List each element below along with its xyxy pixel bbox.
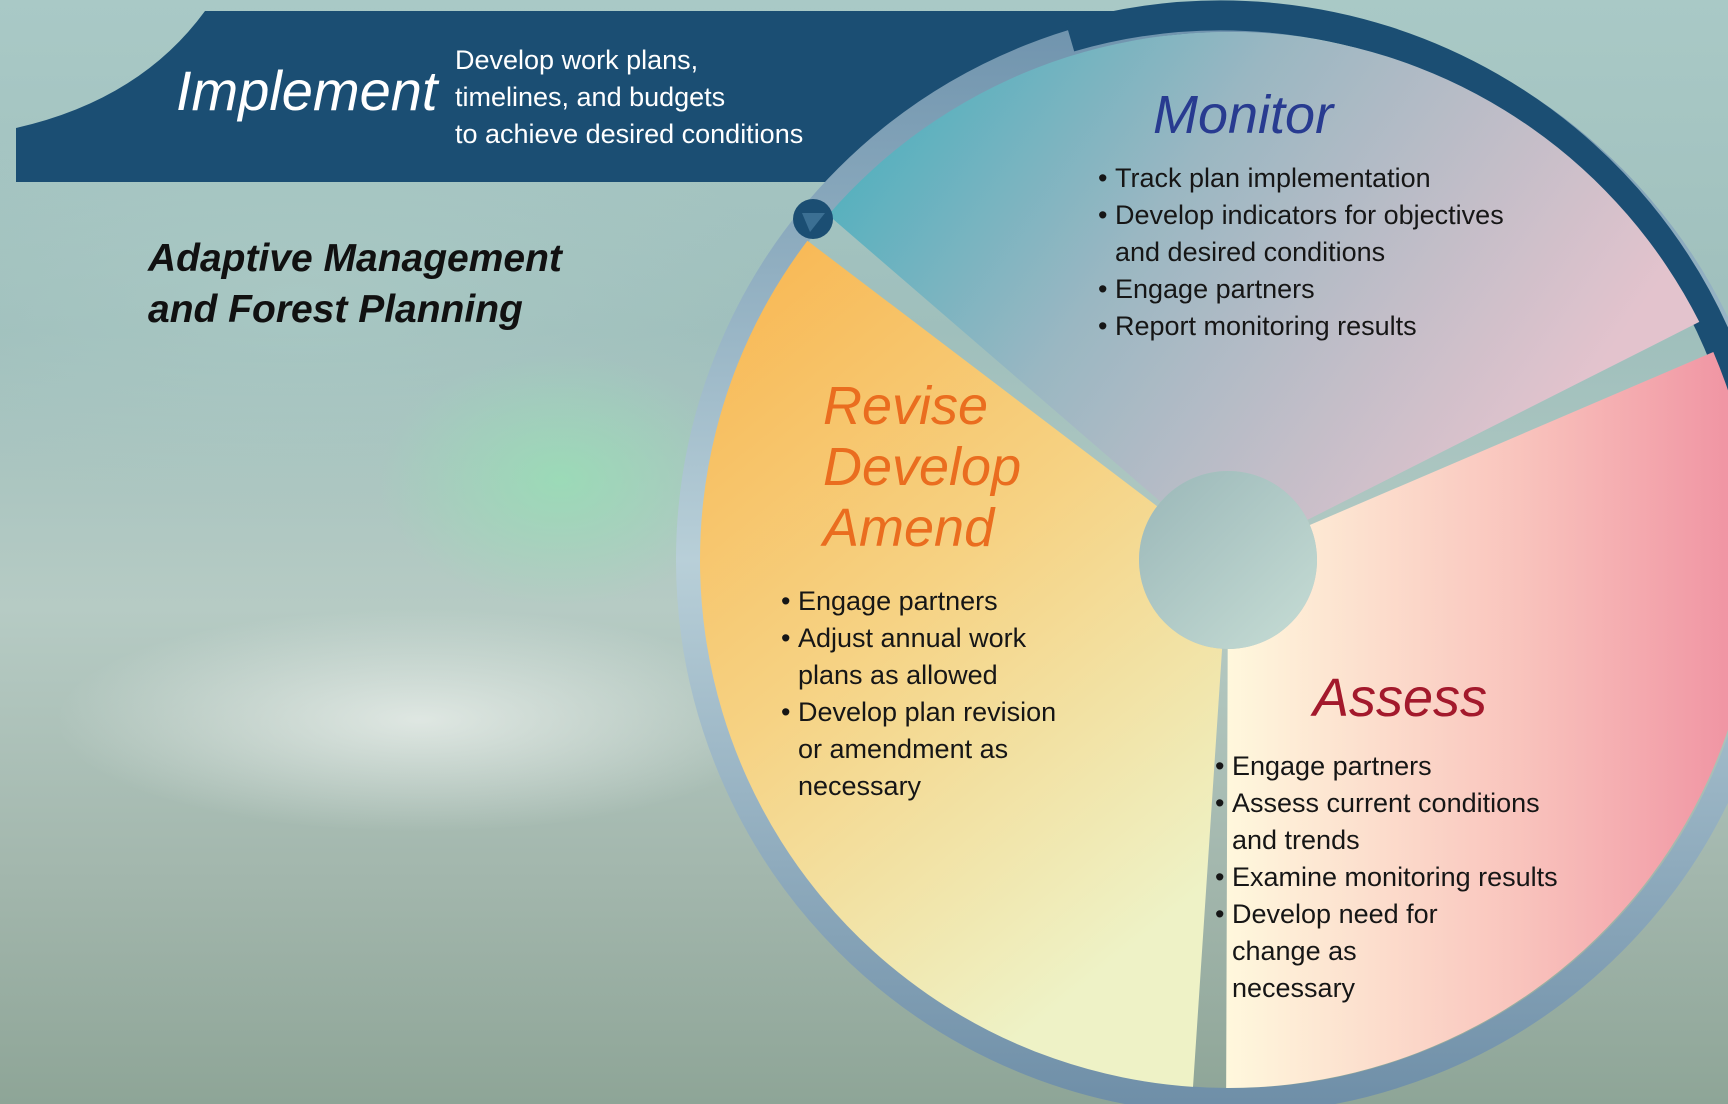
page-title-line: and Forest Planning	[148, 288, 523, 331]
revise-bullet-line: Adjust annual work	[798, 623, 1027, 653]
revise-bullet-list: Engage partnersAdjust annual work plans a…	[781, 583, 1056, 805]
revise-bullet-line: necessary	[798, 771, 922, 801]
assess-title: Assess	[1313, 668, 1488, 728]
assess-bullet-item: Engage partners	[1215, 748, 1558, 785]
assess-bullet-list: Engage partnersAssess current conditions…	[1215, 748, 1558, 1007]
revise-bullet-line: Engage partners	[798, 586, 998, 616]
center-hub	[1139, 471, 1317, 649]
assess-bullet-line: and trends	[1232, 825, 1360, 855]
monitor-bullet-item: Track plan implementation	[1098, 160, 1504, 197]
revise-bullet-item: Develop plan revision or amendment as nece…	[781, 694, 1056, 805]
assess-bullet-line: necessary	[1232, 973, 1356, 1003]
page-title-line: Adaptive Management	[148, 237, 562, 280]
assess-bullet-line: Develop need for	[1232, 899, 1438, 929]
monitor-bullet-line: Engage partners	[1115, 274, 1315, 304]
revise-bullet-line: or amendment as	[798, 734, 1009, 764]
revise-bullet-line: Develop plan revision	[798, 697, 1057, 727]
assess-bullet-item: Assess current conditions and trends	[1215, 785, 1558, 859]
page-title: Adaptive Management and Forest Planning	[148, 233, 562, 335]
amend-title-line: Amend	[823, 498, 995, 558]
monitor-bullet-line: Develop indicators for objectives	[1115, 200, 1504, 230]
revise-bullet-line: plans as allowed	[798, 660, 998, 690]
develop-title-line: Develop	[823, 437, 1022, 497]
implement-title: Implement	[176, 59, 438, 122]
assess-bullet-item: Develop need for change as necessary	[1215, 896, 1558, 1007]
monitor-bullet-line: Track plan implementation	[1115, 163, 1431, 193]
outer-ring-top-arc	[1065, 0, 1728, 416]
implement-desc-line: to achieve desired conditions	[455, 119, 804, 149]
assess-bullet-item: Examine monitoring results	[1215, 859, 1558, 896]
revise-bullet-item: Adjust annual work plans as allowed	[781, 620, 1056, 694]
monitor-bullet-line: and desired conditions	[1115, 237, 1386, 267]
monitor-title: Monitor	[1153, 85, 1334, 145]
monitor-bullet-item: Engage partners	[1098, 271, 1504, 308]
monitor-bullet-item: Develop indicators for objectives and des…	[1098, 197, 1504, 271]
assess-bullet-line: Examine monitoring results	[1232, 862, 1558, 892]
revise-title-line: Revise	[823, 376, 989, 436]
monitor-bullet-line: Report monitoring results	[1115, 311, 1417, 341]
arrow-tip-mark	[802, 213, 825, 232]
monitor-bullet-list: Track plan implementationDevelop indicat…	[1098, 160, 1504, 345]
assess-bullet-line: Assess current conditions	[1232, 788, 1540, 818]
revise-bullet-item: Engage partners	[781, 583, 1056, 620]
revise-title: Revise Develop Amend	[823, 376, 1021, 559]
assess-bullet-line: Engage partners	[1232, 751, 1432, 781]
implement-desc-line: Develop work plans,	[455, 45, 699, 75]
monitor-bullet-item: Report monitoring results	[1098, 308, 1504, 345]
implement-desc-line: timelines, and budgets	[455, 82, 726, 112]
assess-bullet-line: change as	[1232, 936, 1357, 966]
implement-description: Develop work plans, timelines, and budge…	[455, 42, 803, 153]
